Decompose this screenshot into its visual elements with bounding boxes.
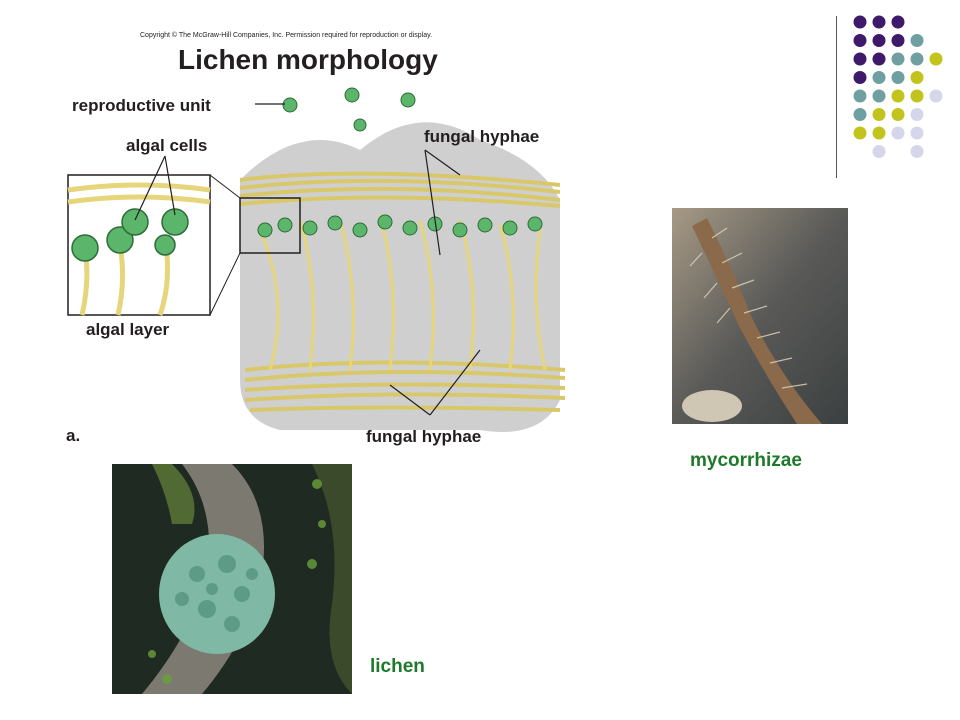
label-algal-cells: algal cells [126, 136, 208, 155]
lichen-photo [112, 464, 352, 694]
label-reproductive-unit: reproductive unit [72, 96, 211, 115]
algal-cells [257, 214, 543, 238]
decorative-dot [872, 145, 886, 158]
decorative-dot [872, 52, 886, 66]
decorative-dot [872, 108, 886, 121]
divider-line [836, 16, 837, 178]
label-fungal-hyphae-bottom: fungal hyphae [366, 427, 482, 446]
caption-lichen: lichen [370, 656, 425, 677]
decorative-dot [853, 108, 867, 121]
decorative-dot [891, 52, 905, 66]
decorative-dot [910, 71, 924, 84]
slide-title: Lichen morphology [178, 44, 438, 75]
label-panel-letter: a. [66, 426, 81, 445]
decorative-dot [910, 108, 924, 121]
inset-marker-box [239, 197, 301, 254]
decorative-dot [910, 52, 924, 66]
decorative-dot [910, 34, 924, 47]
inset-algal-cells [71, 208, 189, 262]
decorative-dot [891, 34, 905, 47]
decorative-dot [891, 89, 905, 103]
decorative-dot [910, 145, 924, 158]
decorative-dot [891, 71, 905, 84]
decorative-dot [929, 89, 943, 103]
leader-lines [134, 103, 481, 416]
inset-connector-top [209, 174, 241, 199]
decorative-dot-grid [853, 15, 943, 158]
decorative-dot [872, 89, 886, 103]
decorative-dot [929, 52, 943, 66]
decorative-dot [891, 108, 905, 121]
upper-cortex-hyphae [239, 171, 561, 208]
medulla-hyphae [258, 214, 547, 371]
decorative-dot [853, 34, 867, 47]
decorative-dot [872, 15, 886, 29]
mycorrhizae-photo [672, 208, 848, 424]
decorative-dot [853, 71, 867, 84]
decorative-dot [853, 126, 867, 140]
decorative-dot [872, 126, 886, 140]
label-algal-layer: algal layer [86, 320, 170, 339]
lichen-diagram [67, 87, 566, 432]
decorative-dot [910, 89, 924, 103]
decorative-dot [872, 71, 886, 84]
lower-cortex-hyphae [244, 360, 566, 412]
inset-connector-bottom [209, 252, 241, 316]
reproductive-units [282, 87, 416, 132]
decorative-dot [853, 52, 867, 66]
decorative-dot [891, 15, 905, 29]
decorative-dot [891, 126, 905, 140]
copyright-notice: Copyright © The McGraw-Hill Companies, I… [140, 32, 433, 39]
caption-mycorrhizae: mycorrhizae [690, 450, 802, 471]
label-fungal-hyphae-top: fungal hyphae [424, 127, 540, 146]
decorative-dot [872, 34, 886, 47]
decorative-dot [910, 126, 924, 140]
decorative-dot [853, 89, 867, 103]
decorative-dot [853, 15, 867, 29]
